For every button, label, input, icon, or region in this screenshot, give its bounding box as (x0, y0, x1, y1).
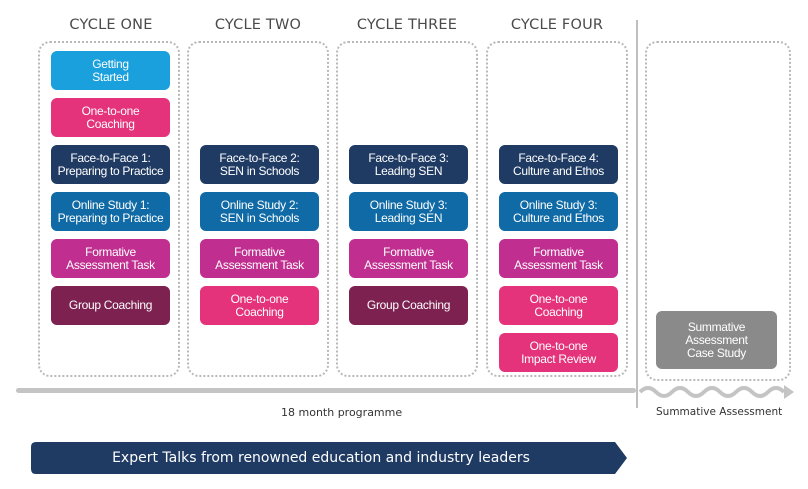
activity-box: Face-to-Face 3: Leading SEN (349, 145, 468, 184)
cycle-four-title: CYCLE FOUR (510, 17, 604, 33)
activity-box: One-to-one Coaching (499, 286, 618, 325)
phase-divider (636, 20, 638, 408)
activity-label: One-to-one Impact Review (521, 338, 596, 366)
timeline-bar (16, 388, 636, 393)
activity-label: Online Study 3: Culture and Ethos (513, 197, 604, 225)
activity-label: Face-to-Face 1: Preparing to Practice (57, 150, 164, 178)
expert-talks-banner: Expert Talks from renowned education and… (31, 442, 627, 474)
summative-case-study-box: Summative Assessment Case Study (656, 311, 777, 369)
activity-box: Formative Assessment Task (349, 239, 468, 278)
activity-label: Formative Assessment Task (514, 244, 603, 272)
activity-label: Face-to-Face 2: SEN in Schools (219, 150, 300, 178)
activity-box: One-to-one Impact Review (499, 333, 618, 372)
activity-label: Face-to-Face 3: Leading SEN (368, 150, 449, 178)
activity-label: Online Study 2: SEN in Schools (219, 197, 300, 225)
activity-box: Formative Assessment Task (499, 239, 618, 278)
activity-box: Face-to-Face 4: Culture and Ethos (499, 145, 618, 184)
activity-label: Getting Started (92, 56, 129, 84)
activity-box: Getting Started (51, 51, 170, 90)
activity-label: Formative Assessment Task (215, 244, 304, 272)
cycle-three-title: CYCLE THREE (356, 17, 458, 33)
cycle-two-title: CYCLE TWO (214, 17, 302, 33)
activity-box: Online Study 2: SEN in Schools (200, 192, 319, 231)
summative-column: Summative Assessment Case Study (645, 41, 791, 381)
activity-box: One-to-one Coaching (200, 286, 319, 325)
activity-label: One-to-one Coaching (230, 291, 289, 319)
timeline-caption: 18 month programme (281, 406, 403, 419)
activity-box: Online Study 3: Leading SEN (349, 192, 468, 231)
activity-label: Face-to-Face 4: Culture and Ethos (513, 150, 604, 178)
activity-label: Online Study 3: Leading SEN (369, 197, 448, 225)
summative-case-study-label: Summative Assessment Case Study (685, 319, 748, 360)
activity-label: One-to-one Coaching (529, 291, 588, 319)
banner-arrow-shape (31, 442, 627, 474)
activity-box: Group Coaching (51, 286, 170, 325)
activity-box: Face-to-Face 2: SEN in Schools (200, 145, 319, 184)
activity-box: Online Study 1: Preparing to Practice (51, 192, 170, 231)
activity-box: One-to-one Coaching (51, 98, 170, 137)
activity-label: Group Coaching (366, 298, 451, 312)
activity-label: Group Coaching (68, 298, 153, 312)
activity-box: Formative Assessment Task (51, 239, 170, 278)
summative-caption: Summative Assessment (656, 406, 783, 418)
wavy-arrow-icon (638, 385, 794, 399)
cycle-three-column: Face-to-Face 3: Leading SEN Online Study … (336, 41, 478, 377)
activity-box: Group Coaching (349, 286, 468, 325)
activity-label: Formative Assessment Task (364, 244, 453, 272)
activity-label: One-to-one Coaching (81, 103, 140, 131)
activity-box: Online Study 3: Culture and Ethos (499, 192, 618, 231)
activity-box: Face-to-Face 1: Preparing to Practice (51, 145, 170, 184)
cycle-one-title: CYCLE ONE (69, 17, 153, 33)
banner-text: Expert Talks from renowned education and… (112, 450, 530, 466)
activity-label: Formative Assessment Task (66, 244, 155, 272)
activity-box: Formative Assessment Task (200, 239, 319, 278)
activity-label: Online Study 1: Preparing to Practice (57, 197, 164, 225)
